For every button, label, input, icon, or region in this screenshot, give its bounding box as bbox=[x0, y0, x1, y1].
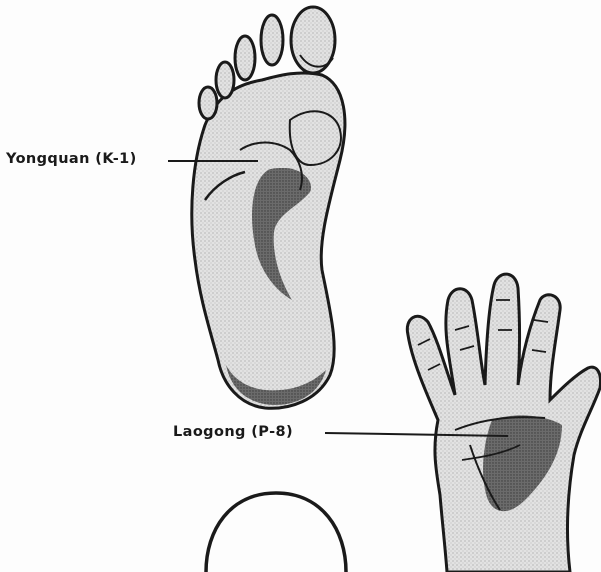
foot-sole bbox=[192, 7, 345, 408]
yongquan-label: Yongquan (K-1) bbox=[6, 151, 137, 167]
toe-4 bbox=[216, 62, 234, 98]
head-outline bbox=[206, 493, 346, 572]
toe-5 bbox=[199, 87, 217, 119]
toe-2 bbox=[261, 15, 283, 65]
toe-3 bbox=[235, 36, 255, 80]
big-toe-pad bbox=[290, 111, 341, 165]
laogong-label: Laogong (P-8) bbox=[173, 424, 293, 440]
hand-palm bbox=[407, 274, 600, 572]
